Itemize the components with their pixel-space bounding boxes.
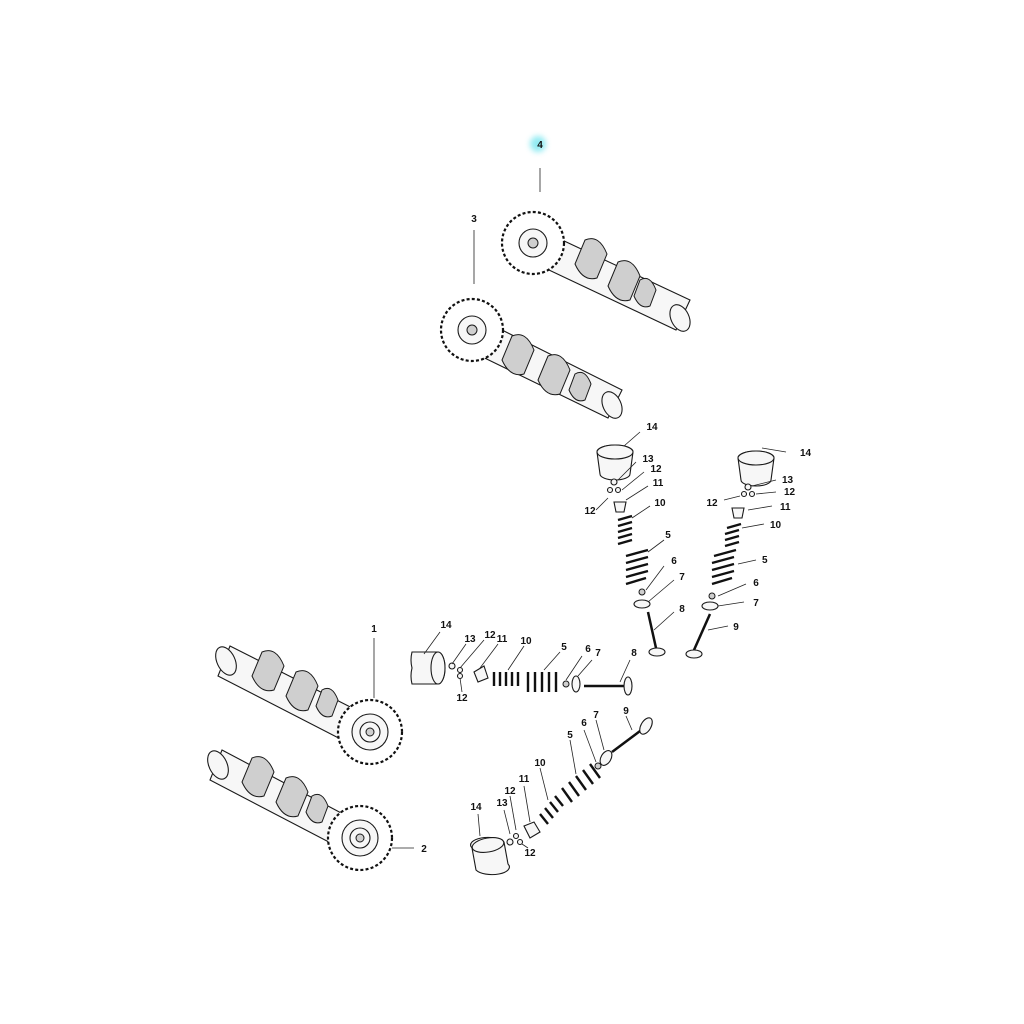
valve-assembly-right[interactable] [685, 450, 775, 659]
camshaft-4[interactable] [500, 210, 694, 334]
callout-m-12b[interactable]: 12 [456, 693, 468, 704]
callout-s-13[interactable]: 13 [642, 454, 654, 465]
callout-l-12a[interactable]: 12 [504, 786, 516, 797]
camshaft-1[interactable] [212, 644, 404, 766]
callout-r-12b[interactable]: 12 [706, 498, 718, 509]
valve-assembly-lower[interactable] [470, 716, 655, 876]
callout-s-14[interactable]: 14 [646, 422, 658, 433]
callout-l-5[interactable]: 5 [567, 730, 573, 741]
callout-r-6[interactable]: 6 [753, 578, 759, 589]
callout-m-7[interactable]: 7 [595, 648, 601, 659]
camshaft-2[interactable] [204, 748, 394, 872]
callout-m-5[interactable]: 5 [561, 642, 567, 653]
callout-m-11[interactable]: 11 [497, 634, 508, 645]
callout-r-14[interactable]: 14 [800, 448, 812, 459]
callout-s-10[interactable]: 10 [654, 498, 666, 509]
callout-l-9[interactable]: 9 [623, 706, 629, 717]
valve-assembly-middle[interactable] [410, 651, 633, 696]
callout-l-11[interactable]: 11 [519, 774, 530, 785]
callout-m-14[interactable]: 14 [440, 620, 452, 631]
callout-s-7[interactable]: 7 [679, 572, 685, 583]
callout-2[interactable]: 2 [421, 844, 427, 855]
callout-l-6[interactable]: 6 [581, 718, 587, 729]
callout-s-11[interactable]: 11 [653, 478, 664, 489]
callout-l-13[interactable]: 13 [496, 798, 508, 809]
callout-s-5[interactable]: 5 [665, 530, 671, 541]
camshaft-3[interactable] [439, 297, 626, 421]
callout-s-6[interactable]: 6 [671, 556, 677, 567]
callout-m-13[interactable]: 13 [464, 634, 476, 645]
callout-l-7[interactable]: 7 [593, 710, 599, 721]
callout-r-9[interactable]: 9 [733, 622, 739, 633]
callout-m-12a[interactable]: 12 [484, 630, 496, 641]
callout-m-6[interactable]: 6 [585, 644, 591, 655]
callout-s-8[interactable]: 8 [679, 604, 685, 615]
callout-m-10[interactable]: 10 [520, 636, 532, 647]
callout-l-12b[interactable]: 12 [524, 848, 536, 859]
callout-4[interactable]: 4 [537, 140, 543, 151]
callout-1[interactable]: 1 [371, 624, 377, 635]
callout-s-12b[interactable]: 12 [584, 506, 596, 517]
callout-m-8[interactable]: 8 [631, 648, 637, 659]
callout-3[interactable]: 3 [471, 214, 477, 225]
callout-l-10[interactable]: 10 [534, 758, 546, 769]
callout-r-10[interactable]: 10 [770, 520, 782, 531]
callout-r-5[interactable]: 5 [762, 555, 768, 566]
callout-r-13[interactable]: 13 [782, 475, 794, 486]
callout-l-14[interactable]: 14 [470, 802, 482, 813]
callout-r-12a[interactable]: 12 [784, 487, 796, 498]
callout-s-12a[interactable]: 12 [650, 464, 662, 475]
callout-r-11[interactable]: 11 [780, 502, 791, 513]
callout-4-highlight [530, 136, 546, 152]
valve-assembly-center[interactable] [596, 444, 666, 657]
callout-r-7[interactable]: 7 [753, 598, 759, 609]
